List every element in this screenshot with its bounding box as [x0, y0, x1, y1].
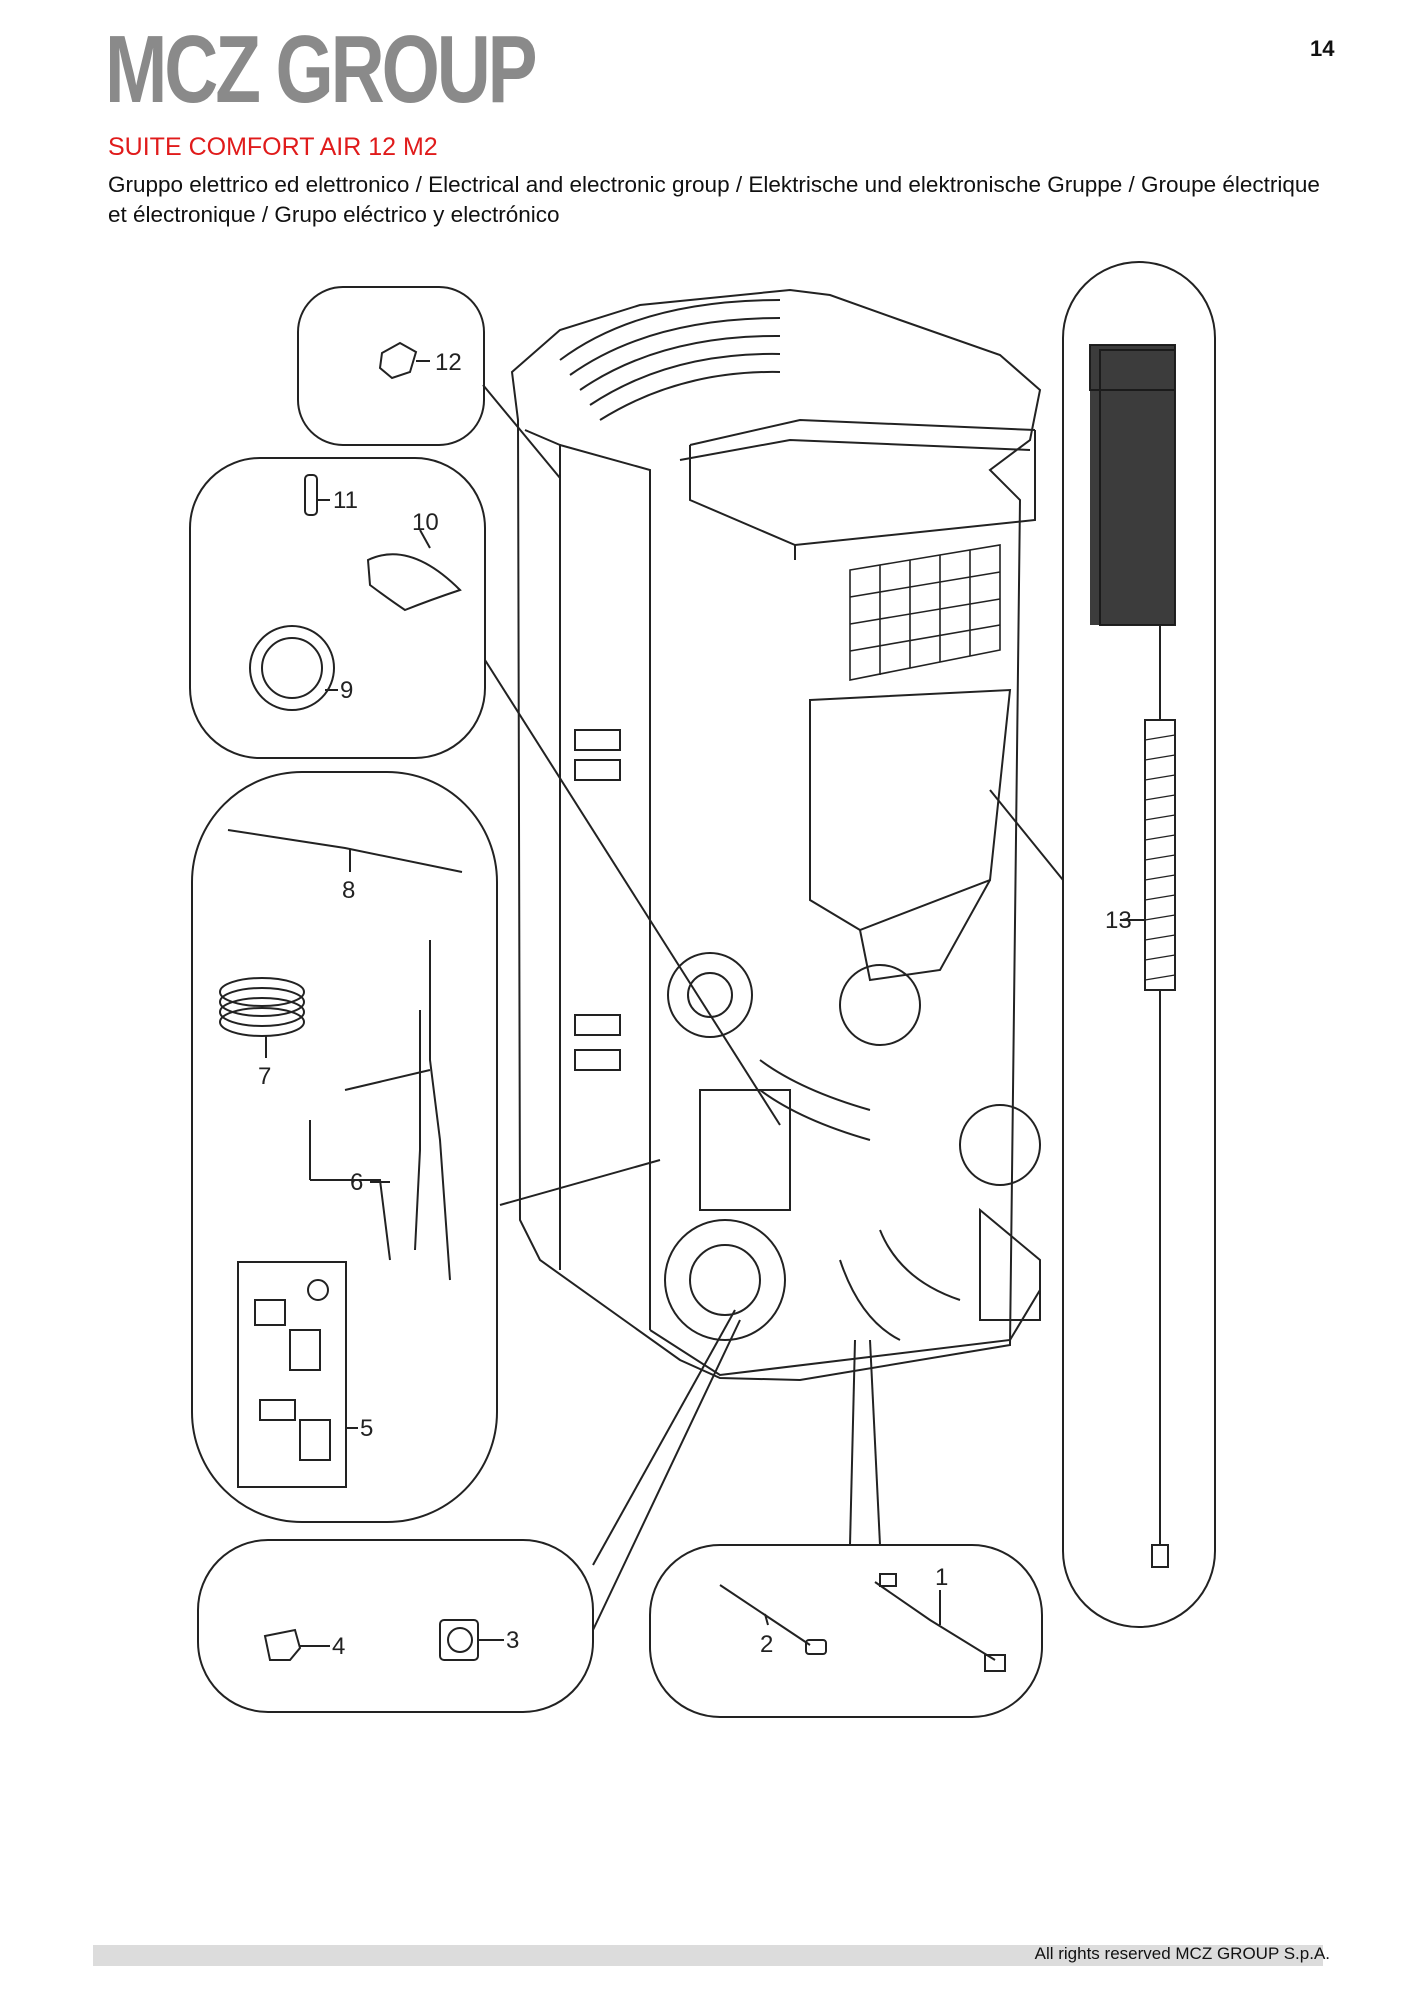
- bubble-parts-1-2: [649, 1544, 1043, 1718]
- bubble-part-13: [1062, 261, 1216, 1628]
- callout-9: 9: [340, 677, 353, 704]
- callout-3: 3: [506, 1627, 519, 1654]
- section-subtitle: Gruppo elettrico ed elettronico / Electr…: [108, 172, 1320, 227]
- callout-8: 8: [342, 877, 355, 904]
- bubble-parts-5-8: [191, 771, 498, 1523]
- callout-7: 7: [258, 1063, 271, 1090]
- brand-logo: MCZ GROUP: [105, 16, 538, 123]
- page-number: 14: [1310, 36, 1335, 61]
- callout-13: 13: [1105, 907, 1132, 934]
- callout-2: 2: [760, 1631, 773, 1658]
- callout-10: 10: [412, 509, 439, 536]
- callout-6: 6: [350, 1169, 363, 1196]
- callout-1: 1: [935, 1564, 948, 1591]
- callout-11: 11: [333, 487, 358, 514]
- callout-4: 4: [332, 1633, 345, 1660]
- model-title: SUITE COMFORT AIR 12 M2: [108, 133, 438, 161]
- bubble-part-12: [297, 286, 485, 446]
- callout-12: 12: [435, 349, 462, 376]
- callout-5: 5: [360, 1415, 373, 1442]
- footer-bar: [93, 1945, 1323, 1966]
- footer-copyright: All rights reserved MCZ GROUP S.p.A.: [1034, 1944, 1330, 1963]
- bubble-parts-3-4: [197, 1539, 594, 1713]
- bubble-parts-9-11: [189, 457, 486, 759]
